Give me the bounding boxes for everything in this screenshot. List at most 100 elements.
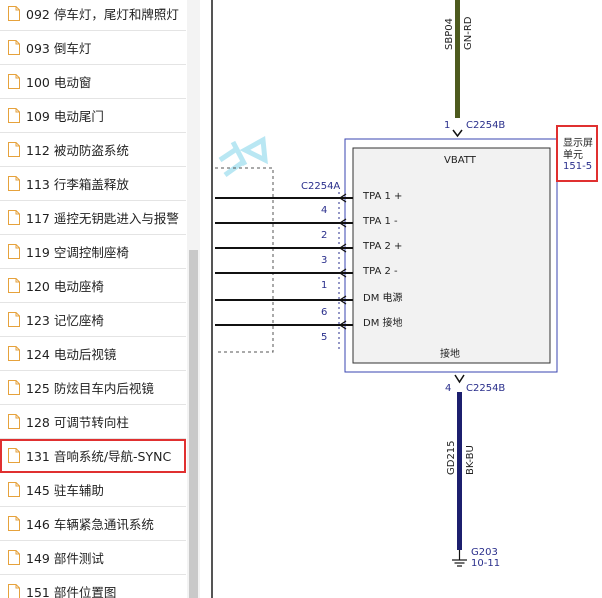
- bottom-wire[interactable]: [457, 392, 462, 550]
- document-list-item[interactable]: 131 音响系统/导航-SYNC: [0, 439, 186, 473]
- display-unit-frame[interactable]: [344, 138, 558, 373]
- ground-label: 接地: [440, 347, 460, 360]
- document-list-item[interactable]: 125 防炫目车内后视镜: [0, 371, 186, 405]
- document-icon: [8, 210, 20, 225]
- document-tree: 092 停车灯，尾灯和牌照灯 093 倒车灯 100 电动窗 109 电动尾门 112 …: [0, 0, 200, 598]
- document-icon: [8, 380, 20, 395]
- ground-ref[interactable]: 10-11: [471, 558, 500, 569]
- top-pin-arrow: [452, 129, 463, 138]
- bottom-connector-label: C2254B: [466, 383, 505, 394]
- document-list-item-label: 119 空调控制座椅: [26, 245, 129, 260]
- document-list-item[interactable]: 119 空调控制座椅: [0, 235, 186, 269]
- document-list-item-label: 123 记忆座椅: [26, 313, 104, 328]
- pin-arrow: [338, 320, 347, 330]
- pin-arrow: [338, 193, 347, 203]
- document-list-item[interactable]: 128 可调节转向柱: [0, 405, 186, 439]
- pin-label: TPA 2 -: [362, 266, 398, 277]
- document-icon: [8, 312, 20, 327]
- watermark-fragment: [218, 135, 268, 178]
- pin-number: 6: [321, 307, 327, 318]
- document-list-item-label: 109 电动尾门: [26, 109, 104, 124]
- top-wire[interactable]: [455, 0, 460, 118]
- document-icon: [8, 244, 20, 259]
- document-list-item[interactable]: 145 驻车辅助: [0, 473, 186, 507]
- top-pin-number: 1: [444, 120, 450, 131]
- document-list-item-label: 145 驻车辅助: [26, 483, 104, 498]
- document-list-item-label: 092 停车灯，尾灯和牌照灯: [26, 7, 179, 22]
- document-icon: [8, 278, 20, 293]
- document-list-item[interactable]: 146 车辆紧急通讯系统: [0, 507, 186, 541]
- display-unit-name-1: 显示屏: [563, 137, 593, 149]
- pin-label: DM 电源: [363, 291, 403, 304]
- document-list-item-label: 151 部件位置图: [26, 585, 117, 598]
- document-icon: [8, 550, 20, 565]
- document-list-item[interactable]: 092 停车灯，尾灯和牌照灯: [0, 0, 186, 31]
- scrollbar-thumb[interactable]: [189, 250, 198, 598]
- document-list-item[interactable]: 149 部件测试: [0, 541, 186, 575]
- pin-arrow: [338, 218, 347, 228]
- document-icon: [8, 584, 20, 598]
- document-icon: [8, 448, 20, 463]
- document-list-item[interactable]: 117 遥控无钥匙进入与报警: [0, 201, 186, 235]
- document-icon: [8, 346, 20, 361]
- vbatt-label: VBATT: [444, 155, 477, 166]
- wiring-diagram: SBP04 GN-RD 1 C2254B VBATT 接地 显示屏 单元 151…: [215, 0, 598, 569]
- pin-label: DM 接地: [363, 316, 403, 329]
- bottom-wire-color: BK-BU: [465, 445, 476, 475]
- pin-number: 5: [321, 332, 327, 343]
- document-list-item-label: 120 电动座椅: [26, 279, 104, 294]
- pin-number: 3: [321, 255, 327, 266]
- pin-label: TPA 1 +: [362, 191, 402, 202]
- document-list-item[interactable]: 124 电动后视镜: [0, 337, 186, 371]
- ground-id: G203: [471, 547, 498, 558]
- document-list-item[interactable]: 100 电动窗: [0, 65, 186, 99]
- document-list-item-label: 124 电动后视镜: [26, 347, 117, 362]
- document-icon: [8, 142, 20, 157]
- pin-number: 2: [321, 230, 327, 241]
- document-icon: [8, 414, 20, 429]
- pin-number: 4: [321, 205, 327, 216]
- document-list-item-label: 100 电动窗: [26, 75, 92, 90]
- document-list-item[interactable]: 109 电动尾门: [0, 99, 186, 133]
- document-list-item-label: 149 部件测试: [26, 551, 104, 566]
- document-icon: [8, 74, 20, 89]
- document-icon: [8, 6, 20, 21]
- document-list-item[interactable]: 123 记忆座椅: [0, 303, 186, 337]
- bottom-pin-arrow: [454, 374, 465, 384]
- display-unit-name-2: 单元: [563, 149, 583, 161]
- document-list-item-label: 113 行李箱盖释放: [26, 177, 129, 192]
- document-list-item-label: 131 音响系统/导航-SYNC: [26, 449, 172, 464]
- pin-arrow: [338, 295, 347, 305]
- pane-divider-line: [211, 0, 213, 598]
- document-list-item[interactable]: 120 电动座椅: [0, 269, 186, 303]
- display-unit-body[interactable]: [352, 147, 551, 364]
- top-wire-circuit: SBP04: [444, 18, 455, 50]
- display-unit-highlight: [556, 125, 598, 182]
- pane-splitter[interactable]: [200, 0, 214, 598]
- display-unit-ref[interactable]: 151-5: [563, 161, 592, 172]
- document-icon: [8, 516, 20, 531]
- document-list-item[interactable]: 093 倒车灯: [0, 31, 186, 65]
- pin-number: 1: [321, 280, 327, 291]
- document-icon: [8, 176, 20, 191]
- left-connector-label: C2254A: [301, 181, 340, 192]
- document-list-item-label: 125 防炫目车内后视镜: [26, 381, 154, 396]
- ground-icon: [452, 550, 467, 567]
- document-list-item-label: 128 可调节转向柱: [26, 415, 129, 430]
- document-list-item-label: 093 倒车灯: [26, 41, 92, 56]
- document-list-item[interactable]: 113 行李箱盖释放: [0, 167, 186, 201]
- scrollbar[interactable]: [187, 0, 200, 598]
- pin-label: TPA 1 -: [362, 216, 398, 227]
- pin-arrow: [338, 268, 347, 278]
- top-connector-label: C2254B: [466, 120, 505, 131]
- document-list-item[interactable]: 112 被动防盗系统: [0, 133, 186, 167]
- pin-label: TPA 2 +: [362, 241, 402, 252]
- document-list-item-label: 112 被动防盗系统: [26, 143, 129, 158]
- bottom-pin-number: 4: [445, 383, 451, 394]
- document-list-item[interactable]: 151 部件位置图: [0, 575, 186, 598]
- document-icon: [8, 108, 20, 123]
- document-icon: [8, 40, 20, 55]
- document-list-item-label: 146 车辆紧急通讯系统: [26, 517, 154, 532]
- document-icon: [8, 482, 20, 497]
